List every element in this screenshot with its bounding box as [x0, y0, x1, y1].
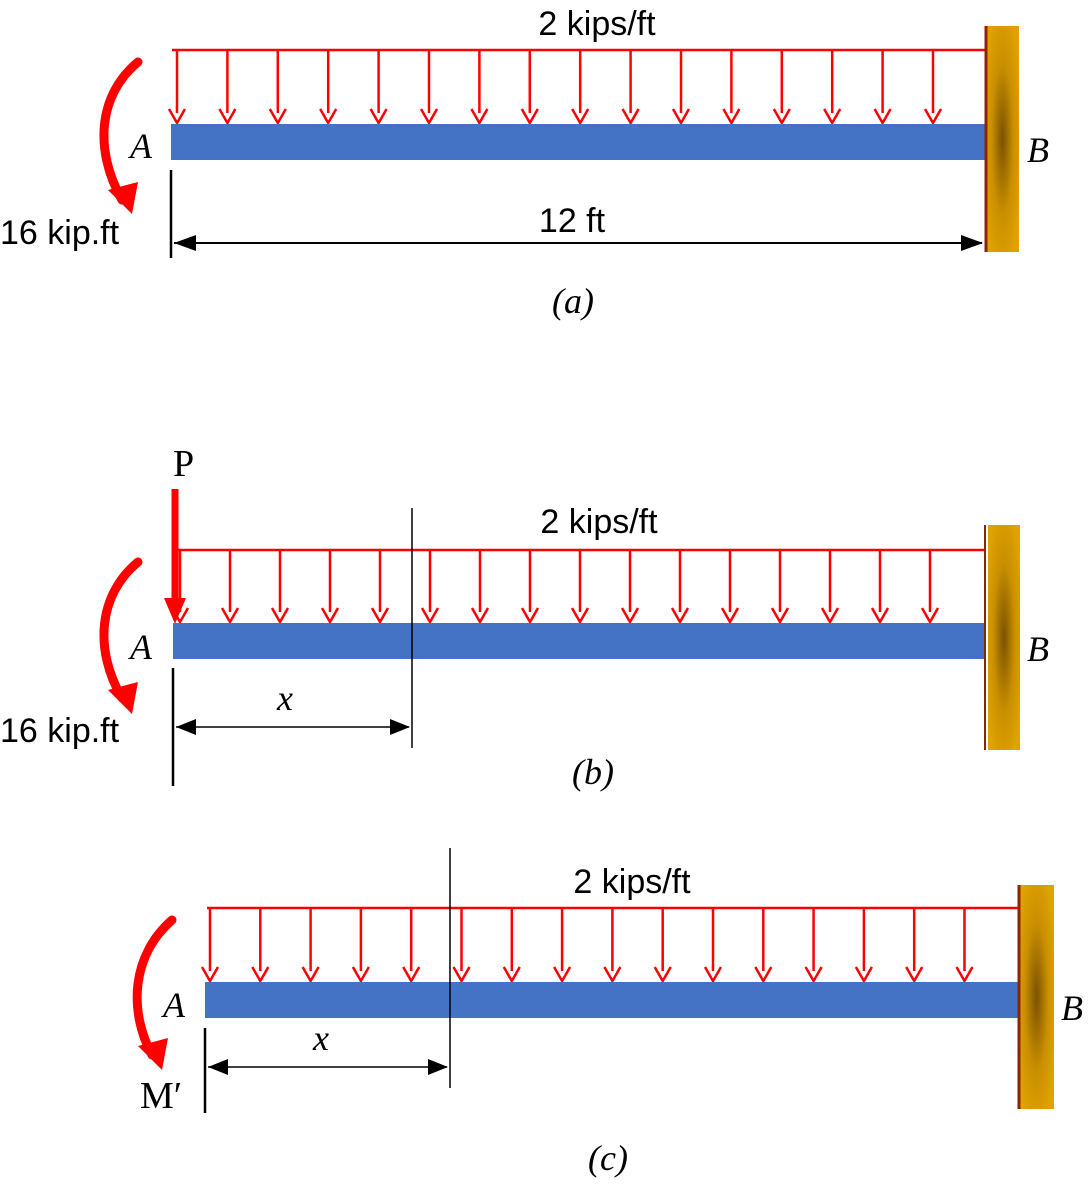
- load-arrowhead: [670, 607, 690, 625]
- load-arrowhead: [369, 108, 388, 126]
- dimension-arrowhead-right: [961, 235, 983, 251]
- load-arrowhead: [571, 108, 590, 126]
- load-label: 2 kips/ft: [538, 5, 656, 43]
- load-arrowhead: [320, 607, 340, 625]
- cut-label: x: [312, 1018, 329, 1058]
- load-arrowhead: [772, 108, 791, 126]
- load-arrowhead: [621, 108, 640, 126]
- load-arrowhead: [268, 108, 287, 126]
- beam: [173, 623, 986, 659]
- dimension-arrowhead-right: [390, 719, 410, 735]
- moment-label: 16 kip.ft: [0, 214, 120, 252]
- load-arrowhead: [402, 966, 421, 984]
- load-arrowhead: [820, 607, 840, 625]
- figure-caption: (a): [552, 281, 594, 321]
- point-load-label: P: [173, 443, 194, 485]
- load-arrowhead: [671, 108, 691, 126]
- point-load-arrowhead: [164, 598, 186, 624]
- figure-a: 2 kips/ft A B 16 kip.ft 12 ft (a): [0, 5, 1049, 321]
- moment-label: 16 kip.ft: [0, 712, 120, 750]
- load-arrowhead: [452, 966, 471, 984]
- load-arrowhead: [603, 966, 622, 984]
- load-arrowhead: [703, 966, 723, 984]
- load-label: 2 kips/ft: [573, 863, 691, 901]
- span-label: 12 ft: [539, 202, 606, 240]
- load-arrowhead: [553, 966, 572, 984]
- load-arrowhead: [770, 607, 790, 625]
- applied-moment-arrow: [99, 557, 143, 703]
- load-arrowhead: [251, 966, 270, 984]
- load-arrowhead: [520, 108, 539, 126]
- end-label-a: A: [128, 627, 153, 667]
- beam: [171, 124, 986, 160]
- load-arrowhead: [870, 607, 890, 625]
- load-arrowhead: [905, 966, 924, 984]
- load-arrowhead: [218, 108, 237, 126]
- load-arrowhead: [722, 108, 741, 126]
- load-arrowhead: [319, 108, 338, 126]
- load-arrowhead: [167, 108, 187, 126]
- load-arrowhead: [570, 607, 590, 625]
- load-arrowhead: [823, 108, 842, 126]
- load-arrowhead: [301, 966, 320, 984]
- fixed-support: [1019, 885, 1054, 1109]
- fixed-support: [988, 525, 1020, 750]
- load-arrowhead: [270, 607, 290, 625]
- figure-c: 2 kips/ft A B M′ x (c): [132, 848, 1083, 1178]
- load-arrowhead: [420, 607, 440, 625]
- end-label-a: A: [128, 126, 153, 166]
- cut-label: x: [276, 678, 293, 718]
- load-arrowhead: [200, 966, 220, 984]
- beam: [205, 982, 1019, 1018]
- load-arrowhead: [653, 966, 672, 984]
- load-arrowhead: [351, 966, 370, 984]
- figure-caption: (b): [572, 752, 614, 792]
- load-arrowhead: [923, 108, 943, 126]
- load-arrowhead: [955, 966, 974, 984]
- applied-moment-arrowhead: [138, 1038, 168, 1070]
- load-arrowhead: [754, 966, 773, 984]
- figure-caption: (c): [588, 1138, 628, 1178]
- load-arrowhead: [470, 607, 490, 625]
- load-label: 2 kips/ft: [540, 503, 658, 541]
- dimension-arrowhead-left: [174, 235, 196, 251]
- load-arrowhead: [520, 607, 540, 625]
- end-label-b: B: [1027, 629, 1049, 669]
- load-arrowhead: [720, 607, 740, 625]
- load-arrowhead: [370, 607, 390, 625]
- distributed-load-arrows: [170, 550, 940, 625]
- applied-moment-arrowhead: [108, 682, 138, 714]
- end-label-b: B: [1027, 130, 1049, 170]
- load-arrowhead: [804, 966, 823, 984]
- load-arrowhead: [419, 108, 439, 126]
- figure-b: 2 kips/ft P A B 16 kip.ft x (b): [0, 443, 1049, 792]
- load-arrowhead: [920, 607, 940, 625]
- fixed-support: [986, 26, 1019, 252]
- moment-label: M′: [140, 1075, 182, 1117]
- load-arrowhead: [620, 607, 640, 625]
- end-label-b: B: [1061, 988, 1083, 1028]
- end-label-a: A: [161, 985, 186, 1025]
- load-arrowhead: [470, 108, 489, 126]
- dimension-arrowhead-left: [208, 1059, 228, 1075]
- dimension-arrowhead-right: [428, 1059, 448, 1075]
- applied-moment-arrow: [99, 57, 143, 205]
- load-arrowhead: [502, 966, 521, 984]
- load-arrowhead: [854, 966, 873, 984]
- dimension-arrowhead-left: [176, 719, 196, 735]
- distributed-load-arrows: [200, 908, 974, 984]
- distributed-load-arrows: [167, 50, 943, 126]
- load-arrowhead: [220, 607, 240, 625]
- applied-moment-arrow: [132, 915, 177, 1060]
- applied-moment-arrowhead: [108, 182, 138, 214]
- load-arrowhead: [873, 108, 892, 126]
